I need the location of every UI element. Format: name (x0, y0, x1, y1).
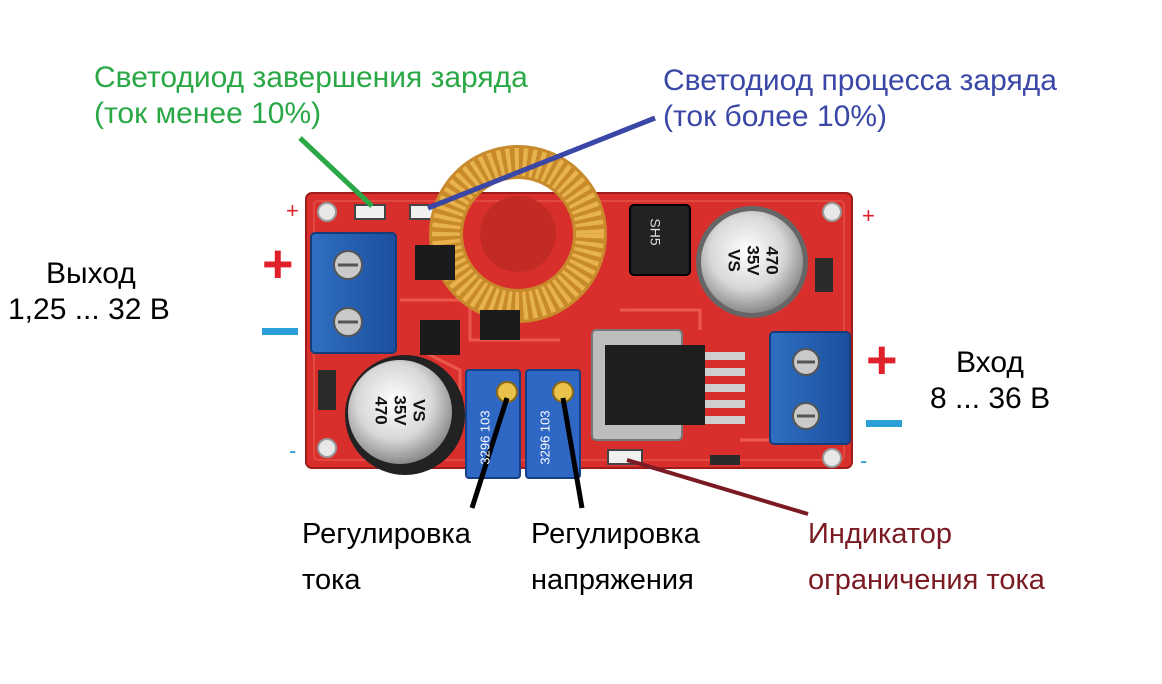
capacitor-top-value: 470 (762, 246, 782, 275)
trimmer-current-part: 3296 (477, 435, 493, 465)
trimmer-voltage-marking: 3296 103 (538, 410, 553, 464)
input-terminal-block (769, 331, 851, 445)
led-charge-label-line1: Светодиод процесса заряда (663, 64, 1057, 97)
limit-indicator-label-line1: Индикатор (808, 518, 953, 550)
voltage-adjust-label-line2: напряжения (531, 564, 694, 596)
smd-inductor-marking: SH5 (647, 218, 664, 246)
input-plus-sign: + (866, 330, 898, 390)
capacitor-top (696, 206, 808, 318)
input-label-title: Вход (956, 346, 1024, 379)
capacitor-bottom (345, 355, 465, 475)
current-adjust-label-line1: Регулировка (302, 518, 471, 550)
current-adjust-label-line2: тока (302, 564, 361, 596)
output-label-range: 1,25 ... 32 В (8, 293, 170, 326)
mounting-holes (317, 202, 842, 468)
input-minus-sign (866, 420, 902, 427)
led-charge-label-line2: (ток более 10%) (663, 100, 887, 133)
capacitor-bottom-series: VS (409, 399, 429, 422)
capacitor-bottom-value: 470 (371, 396, 391, 425)
pointer-current-adj (469, 397, 510, 509)
voltage-adjust-label-line1: Регулировка (531, 518, 700, 550)
toroid-inductor (429, 145, 607, 323)
led-done-label-line2: (ток менее 10%) (94, 97, 322, 130)
trimmer-current (465, 369, 521, 479)
capacitor-bottom-voltage: 35V (390, 395, 410, 426)
regulator-ic (591, 329, 745, 441)
output-plus-sign: + (262, 234, 294, 294)
silk-minus-left: - (289, 438, 297, 463)
capacitor-top-voltage: 35V (743, 245, 763, 276)
output-label: Выход 1,25 ... 32 В (8, 256, 170, 328)
capacitor-top-marking: 470 35V VS (725, 233, 782, 289)
led-done-label: Светодиод завершения заряда (ток менее 1… (94, 60, 528, 132)
limit-indicator-label-line2: ограничения тока (808, 564, 1045, 596)
current-adjust-label: Регулировка тока (302, 511, 471, 603)
capacitor-top-series: VS (724, 249, 744, 272)
voltage-adjust-label: Регулировка напряжения (531, 511, 700, 603)
output-terminal-block (310, 232, 397, 354)
silk-minus-right: - (860, 448, 868, 473)
led-done-label-line1: Светодиод завершения заряда (94, 61, 528, 94)
output-label-title: Выход (46, 257, 136, 290)
capacitor-bottom-marking: VS 35V 470 (372, 383, 429, 439)
pointer-led-done (298, 136, 374, 208)
trimmer-current-marking: 3296 103 (478, 410, 493, 464)
input-label: Вход 8 ... 36 В (930, 345, 1050, 417)
trimmer-voltage-code: 103 (537, 410, 553, 433)
silk-plus-left: + (286, 198, 299, 223)
led-charge-label: Светодиод процесса заряда (ток более 10%… (663, 63, 1057, 135)
smd-inductor (629, 204, 691, 276)
input-label-range: 8 ... 36 В (930, 382, 1051, 415)
output-minus-sign (262, 328, 298, 335)
pointer-voltage-adj (560, 397, 585, 509)
limit-indicator-label: Индикатор ограничения тока (808, 511, 1045, 603)
pointer-limit (626, 458, 809, 516)
trimmer-current-code: 103 (477, 410, 493, 433)
trimmer-voltage-part: 3296 (537, 435, 553, 465)
silk-plus-right: + (862, 203, 875, 228)
trimmer-voltage (525, 369, 581, 479)
pointer-led-charge (427, 115, 656, 211)
